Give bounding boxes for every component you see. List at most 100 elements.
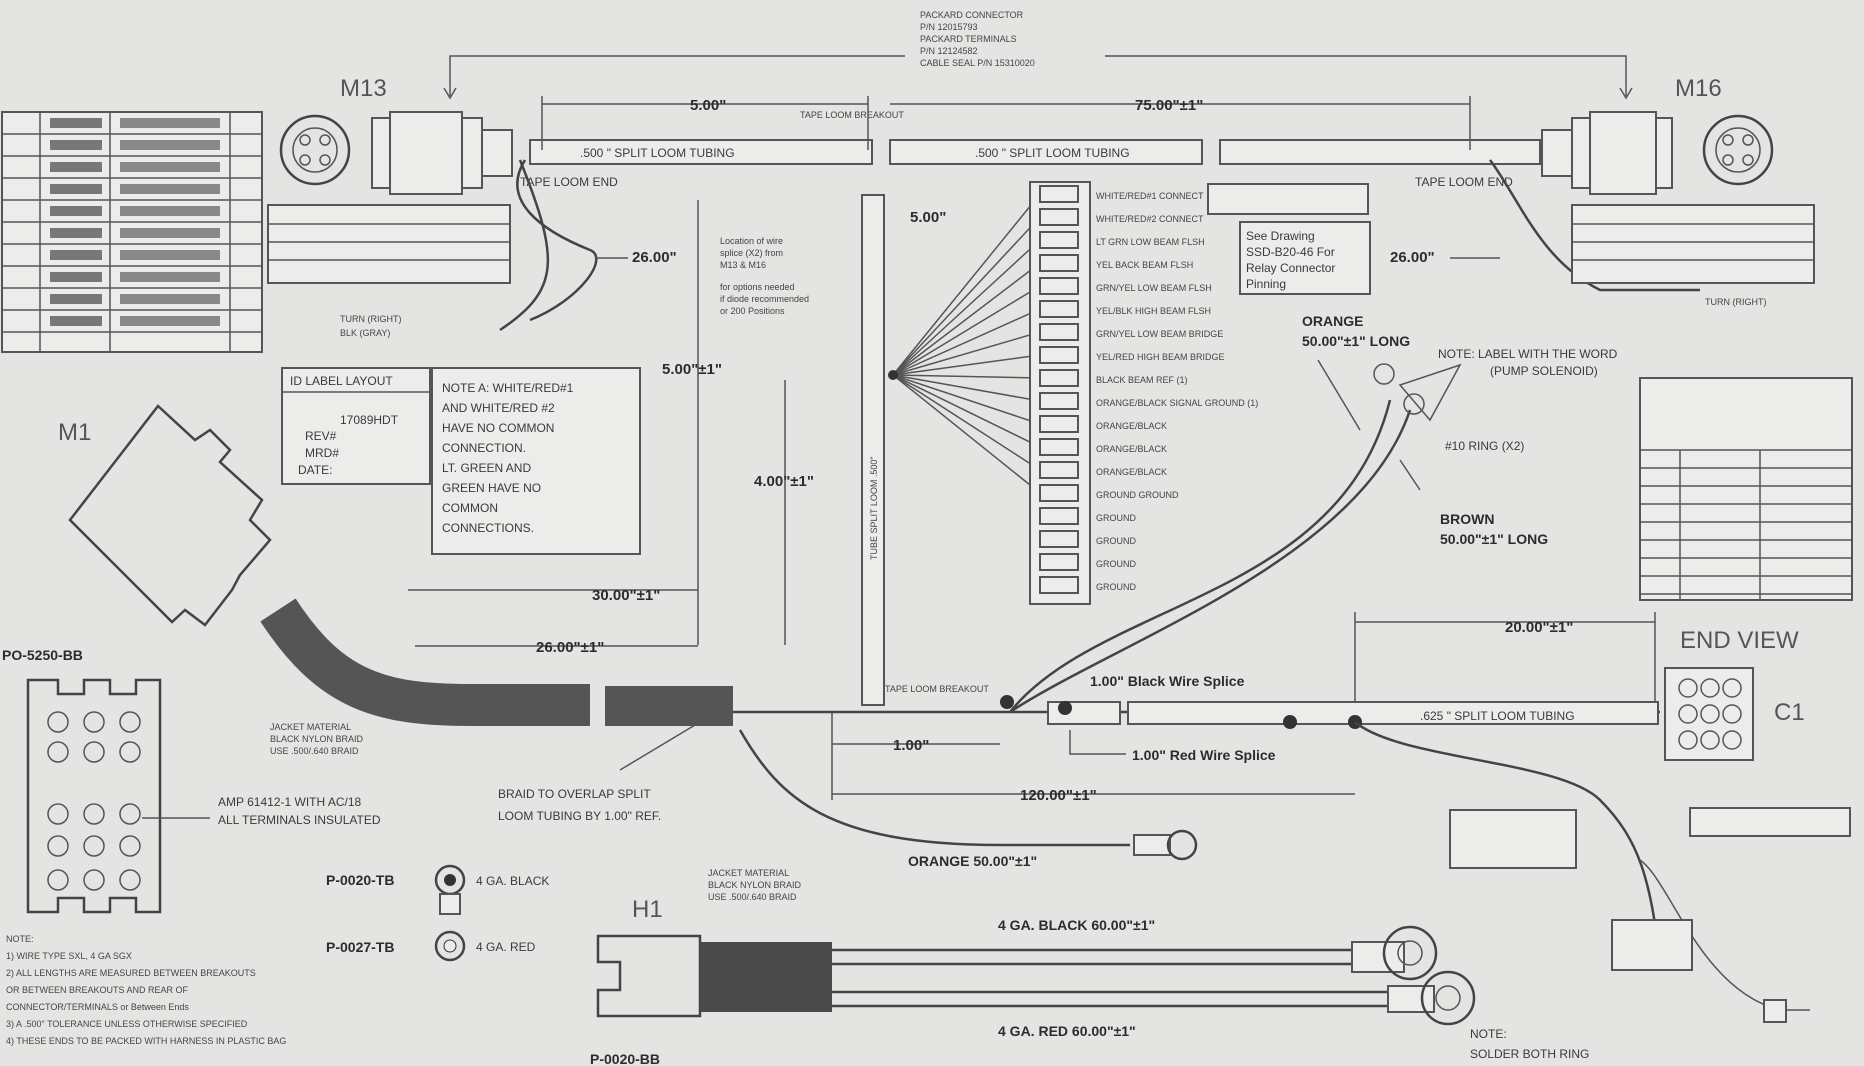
plug-pin xyxy=(47,835,69,857)
tape-breakout-bottom: TAPE LOOM BREAKOUT xyxy=(885,684,989,694)
fan-wire xyxy=(892,374,1041,494)
amp-note-2: ALL TERMINALS INSULATED xyxy=(218,813,381,827)
loom-tube-right xyxy=(1219,139,1541,165)
relay-wire-label: GRN/YEL LOW BEAM BRIDGE xyxy=(1096,329,1223,339)
vertical-dim-lines xyxy=(697,200,786,645)
relay-terminal xyxy=(1039,300,1079,318)
tape-breakout-top: TAPE LOOM BREAKOUT xyxy=(800,110,904,120)
svg-text:SSD-B20-46 For: SSD-B20-46 For xyxy=(1246,245,1335,259)
relay-terminal xyxy=(1039,484,1079,502)
plug-pin xyxy=(119,835,141,857)
table-cell xyxy=(50,206,102,216)
brown-label: BROWN xyxy=(1440,511,1494,527)
relay-wire-label: WHITE/RED#1 CONNECT xyxy=(1096,191,1204,201)
relay-wire-label: WHITE/RED#2 CONNECT xyxy=(1096,214,1204,224)
table-cell xyxy=(120,184,220,194)
bottom-note-line: 3) A .500" TOLERANCE UNLESS OTHERWISE SP… xyxy=(6,1019,248,1029)
svg-text:Relay Connector: Relay Connector xyxy=(1246,261,1335,275)
plug-pin xyxy=(83,711,105,733)
relay-terminal xyxy=(1039,231,1079,249)
table-cell xyxy=(120,118,220,128)
location-note: Location of wire splice (X2) from M13 & … xyxy=(720,236,809,316)
table-cell xyxy=(50,228,102,238)
braid-note: BRAID TO OVERLAP SPLIT xyxy=(498,787,651,801)
vertical-loom-label: TUBE SPLIT LOOM .500" xyxy=(869,456,879,560)
svg-text:17089HDT: 17089HDT xyxy=(340,413,399,427)
svg-text:CONNECTION.: CONNECTION. xyxy=(442,441,526,455)
black-cable-label: 4 GA. BLACK 60.00"±1" xyxy=(998,917,1155,933)
round-connector-icon xyxy=(279,114,351,186)
relay-terminal xyxy=(1039,392,1079,410)
dim-4pm: 4.00"±1" xyxy=(754,473,814,490)
table-cell xyxy=(120,206,220,216)
ring-red-label: 4 GA. RED xyxy=(476,940,536,954)
table-cell xyxy=(120,228,220,238)
orange-len: 50.00"±1" LONG xyxy=(1302,333,1410,349)
relay-terminal xyxy=(1039,461,1079,479)
dim-26-left: 26.00" xyxy=(632,249,677,266)
loom-tube-bottom xyxy=(1127,701,1659,725)
jacket-note-a: JACKET MATERIAL BLACK NYLON BRAID USE .5… xyxy=(270,722,364,756)
dim-75in: 75.00"±1" xyxy=(1135,97,1203,114)
plug-connector xyxy=(26,678,162,914)
ring-terminal-icon xyxy=(1373,363,1462,422)
loom-tube-left xyxy=(529,139,873,165)
solder-note-2: SOLDER BOTH RING xyxy=(1470,1047,1589,1061)
relay-wire-label: GROUND xyxy=(1096,513,1136,523)
table-cell xyxy=(50,162,102,172)
turn-left-label-2: BLK (GRAY) xyxy=(340,328,390,338)
svg-text:ID LABEL LAYOUT: ID LABEL LAYOUT xyxy=(290,374,393,388)
table-cell xyxy=(50,272,102,282)
splice-node-3 xyxy=(1283,715,1297,729)
relay-wire-label: ORANGE/BLACK xyxy=(1096,444,1167,454)
bottom-note-line: OR BETWEEN BREAKOUTS AND REAR OF xyxy=(6,985,189,995)
svg-text:BLACK NYLON BRAID: BLACK NYLON BRAID xyxy=(708,880,802,890)
table-cell xyxy=(50,184,102,194)
m1-connector-outline xyxy=(68,404,272,627)
svg-text:USE .500/.640 BRAID: USE .500/.640 BRAID xyxy=(708,892,797,902)
m13-wire-drop xyxy=(516,159,598,322)
plug-part-number: PO-5250-BB xyxy=(2,647,83,663)
relay-terminal xyxy=(1039,507,1079,525)
svg-text:M13 & M16: M13 & M16 xyxy=(720,260,766,270)
orange-50-label: ORANGE 50.00"±1" xyxy=(908,853,1037,869)
plug-pin xyxy=(119,869,141,891)
plug-pin xyxy=(119,741,141,763)
table-cell xyxy=(50,250,102,260)
dim-120: 120.00"±1" xyxy=(1020,787,1097,804)
label-note: NOTE: LABEL WITH THE WORD xyxy=(1438,347,1618,361)
plug-pin xyxy=(47,711,69,733)
dim-26-right: 26.00" xyxy=(1390,249,1435,266)
splice-top-label: 1.00" Black Wire Splice xyxy=(1090,673,1245,689)
relay-wire-label: YEL/RED HIGH BEAM BRIDGE xyxy=(1096,352,1225,362)
table-cell xyxy=(120,316,220,326)
svg-text:PACKARD TERMINALS: PACKARD TERMINALS xyxy=(920,34,1017,44)
svg-text:MRD#: MRD# xyxy=(305,446,339,460)
relay-wire-label: GROUND xyxy=(1096,536,1136,546)
splice-node-1 xyxy=(1000,695,1014,709)
loom-tube-mid xyxy=(889,139,1203,165)
svg-text:USE .500/.640 BRAID: USE .500/.640 BRAID xyxy=(270,746,359,756)
plug-pin xyxy=(119,803,141,825)
wire-fan xyxy=(892,193,1041,494)
relay-wire-label: YEL/BLK HIGH BEAM FLSH xyxy=(1096,306,1211,316)
end-view-label: END VIEW xyxy=(1680,627,1799,654)
splice-bottom-label: 1.00" Red Wire Splice xyxy=(1132,747,1276,763)
splice-bottom-leader xyxy=(1069,730,1126,755)
fan-wire xyxy=(892,308,1041,376)
plug-pin xyxy=(83,835,105,857)
red-cable xyxy=(832,990,1390,1008)
dim-ext-top xyxy=(541,96,1471,150)
turn-left-label: TURN (RIGHT) xyxy=(340,314,402,324)
tape-end-left: TAPE LOOM END xyxy=(520,175,618,189)
loom-label-mid: .500 " SPLIT LOOM TUBING xyxy=(975,146,1130,160)
relay-terminal xyxy=(1039,576,1079,594)
fan-wire xyxy=(892,239,1041,376)
svg-text:See Drawing: See Drawing xyxy=(1246,229,1315,243)
amp-note: AMP 61412-1 WITH AC/18 xyxy=(218,795,362,809)
relay-terminal xyxy=(1039,254,1079,272)
relay-wire-label: ORANGE/BLACK xyxy=(1096,467,1167,477)
table-cell xyxy=(120,162,220,172)
